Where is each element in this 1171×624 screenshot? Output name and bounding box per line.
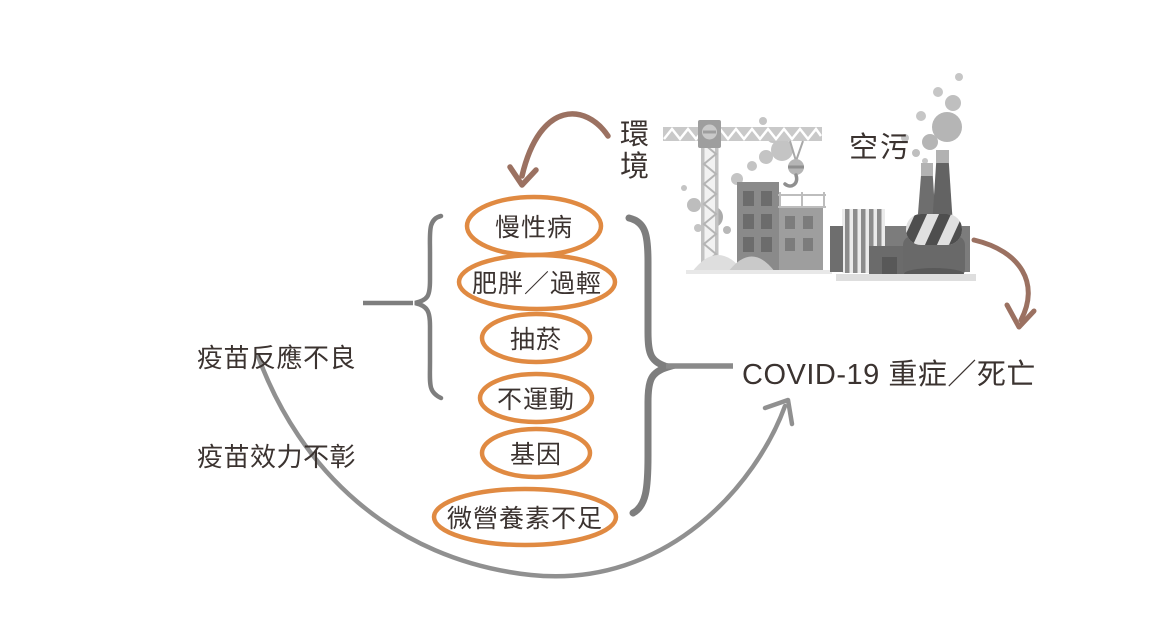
factor-label-smoking: 抽菸 bbox=[509, 326, 563, 354]
vaccine-outcome-arrow-icon bbox=[255, 353, 795, 579]
risk-factor-ovals bbox=[431, 194, 619, 548]
chimney-icon bbox=[917, 150, 953, 226]
factor-label-genes: 基因 bbox=[509, 441, 563, 469]
scaffolding-icon bbox=[778, 192, 826, 208]
construction-site-icon bbox=[663, 117, 832, 274]
factory-icon bbox=[830, 73, 976, 281]
sand-pile bbox=[728, 256, 775, 272]
factor-oval bbox=[479, 426, 593, 480]
factor-oval bbox=[477, 371, 595, 425]
crane-hook bbox=[783, 140, 804, 188]
environment-arrow-icon bbox=[507, 111, 611, 188]
vaccine-impact-label: 疫苗反應不良 疫苗效力不彰 bbox=[197, 276, 367, 540]
factor-oval bbox=[479, 311, 593, 365]
environment-label: 環境 bbox=[620, 119, 650, 183]
factor-label-chronic-disease: 慢性病 bbox=[494, 214, 574, 242]
factor-label-micronutrient-deficiency: 微營養素不足 bbox=[446, 505, 604, 533]
right-brace-icon bbox=[625, 214, 681, 517]
factor-label-no-exercise: 不運動 bbox=[496, 386, 576, 414]
outcome-label: COVID-19 重症／死亡 bbox=[742, 359, 1036, 391]
air-pollution-arrow-icon bbox=[971, 237, 1037, 330]
factor-oval bbox=[431, 486, 619, 548]
storage-tank-icon bbox=[903, 214, 965, 280]
vaccine-impact-line2: 疫苗效力不彰 bbox=[197, 442, 357, 472]
buildings-icon bbox=[686, 182, 832, 274]
factor-label-obesity-underweight: 肥胖／過輕 bbox=[471, 270, 603, 298]
vaccine-impact-line1: 疫苗反應不良 bbox=[197, 343, 357, 373]
construction-crane-icon bbox=[663, 120, 823, 268]
left-brace-icon bbox=[414, 213, 444, 401]
smoke-icon bbox=[901, 73, 963, 164]
air-pollution-label: 空污 bbox=[849, 132, 912, 164]
factor-oval bbox=[456, 252, 618, 312]
sand-pile bbox=[692, 255, 744, 272]
